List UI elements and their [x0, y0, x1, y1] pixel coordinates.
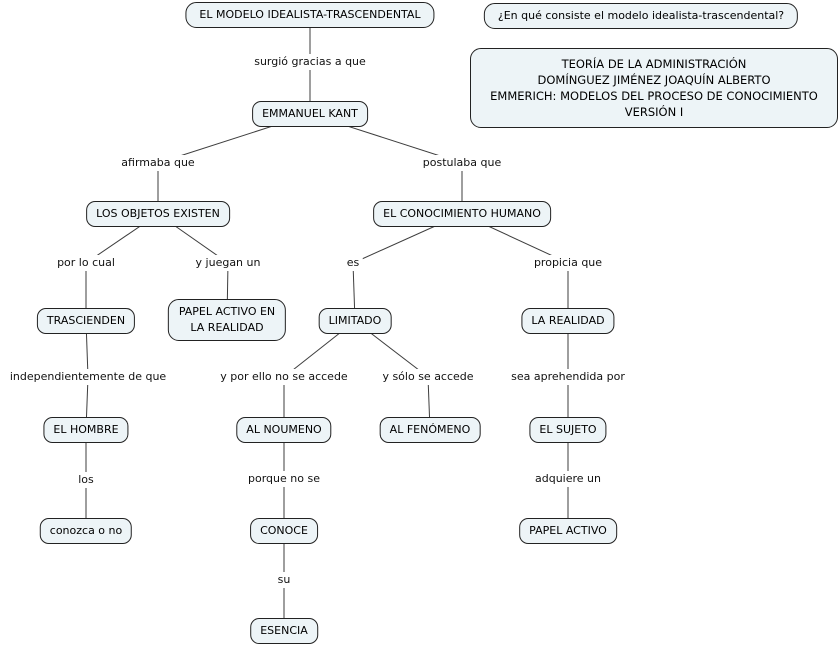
- concept-los-objetos-existen[interactable]: LOS OBJETOS EXISTEN: [86, 201, 230, 227]
- link-label-sea-aprehendida-por[interactable]: sea aprehendida por: [508, 369, 628, 385]
- concept-papel-activo[interactable]: PAPEL ACTIVO: [519, 518, 617, 544]
- link-label-y-solo-se-accede[interactable]: y sólo se accede: [379, 369, 477, 385]
- concept-el-modelo-idealista-trascendental[interactable]: EL MODELO IDEALISTA-TRASCENDENTAL: [185, 2, 435, 28]
- concept-la-realidad[interactable]: LA REALIDAD: [521, 308, 615, 334]
- link-label-y-por-ello-no-se-accede[interactable]: y por ello no se accede: [217, 369, 351, 385]
- link-label-los[interactable]: los: [75, 472, 97, 488]
- link-label-afirmaba-que[interactable]: afirmaba que: [118, 155, 198, 171]
- concept-conoce[interactable]: CONOCE: [250, 518, 318, 544]
- link-label-surgio-gracias-a-que[interactable]: surgió gracias a que: [251, 54, 369, 70]
- concept-esencia[interactable]: ESENCIA: [250, 618, 318, 644]
- link-label-y-juegan-un[interactable]: y juegan un: [192, 255, 264, 271]
- link-label-adquiere-un[interactable]: adquiere un: [532, 471, 604, 487]
- concept-al-fenomeno[interactable]: AL FENÓMENO: [379, 417, 481, 443]
- concept-papel-activo-en-la-realidad[interactable]: PAPEL ACTIVO EN LA REALIDAD: [167, 299, 287, 341]
- info-box[interactable]: TEORÍA DE LA ADMINISTRACIÓN DOMÍNGUEZ JI…: [470, 48, 838, 128]
- link-label-es[interactable]: es: [343, 255, 363, 271]
- link-label-porque-no-se[interactable]: porque no se: [245, 471, 323, 487]
- info-line-author: DOMÍNGUEZ JIMÉNEZ JOAQUÍN ALBERTO: [537, 73, 771, 87]
- info-line-source: EMMERICH: MODELOS DEL PROCESO DE CONOCIM…: [490, 89, 818, 103]
- concept-emmanuel-kant[interactable]: EMMANUEL KANT: [252, 101, 368, 127]
- link-label-postulaba-que[interactable]: postulaba que: [419, 155, 505, 171]
- concept-el-hombre[interactable]: EL HOMBRE: [43, 417, 129, 443]
- question-box[interactable]: ¿En qué consiste el modelo idealista-tra…: [483, 3, 799, 29]
- info-line-course: TEORÍA DE LA ADMINISTRACIÓN: [561, 57, 747, 71]
- concept-conozca-o-no[interactable]: conozca o no: [39, 518, 133, 544]
- concept-al-noumeno[interactable]: AL NOUMENO: [236, 417, 332, 443]
- concept-trascienden[interactable]: TRASCIENDEN: [36, 308, 136, 334]
- concept-limitado[interactable]: LIMITADO: [318, 308, 392, 334]
- concept-el-conocimiento-humano[interactable]: EL CONOCIMIENTO HUMANO: [373, 201, 551, 227]
- info-line-version: VERSIÓN I: [624, 105, 684, 119]
- link-label-su[interactable]: su: [274, 572, 294, 588]
- link-label-por-lo-cual[interactable]: por lo cual: [54, 255, 118, 271]
- concept-el-sujeto[interactable]: EL SUJETO: [529, 417, 607, 443]
- link-label-independientemente-de-que[interactable]: independientemente de que: [6, 369, 170, 385]
- link-label-propicia-que[interactable]: propicia que: [530, 255, 606, 271]
